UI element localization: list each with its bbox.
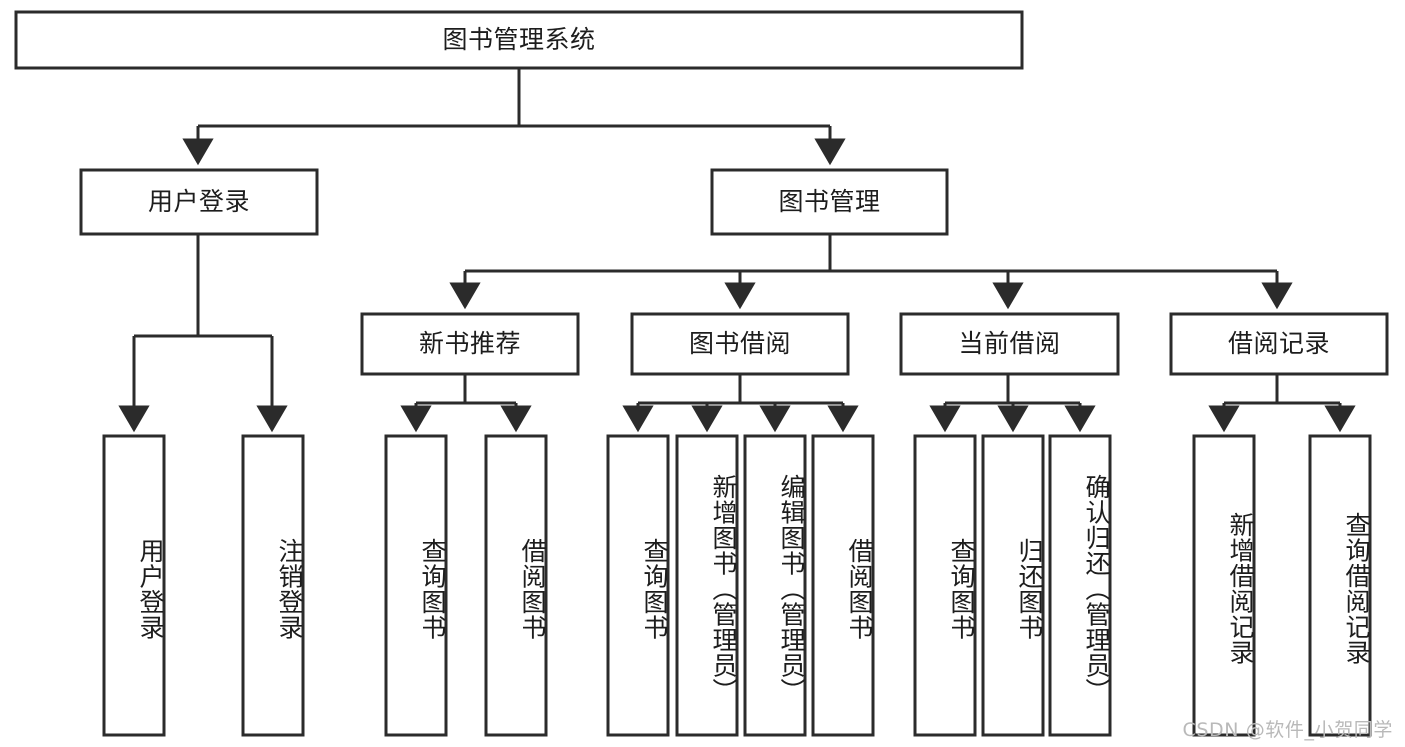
- node-box-leaf-logout[interactable]: [241, 434, 305, 737]
- node-box-user-login[interactable]: [79, 168, 319, 236]
- node-box-leaf-query-borrow-record[interactable]: [1308, 434, 1372, 737]
- node-box-leaf-query-book-current[interactable]: [913, 434, 977, 737]
- node-box-leaf-query-book-borrow[interactable]: [606, 434, 670, 737]
- node-box-leaf-confirm-return-admin[interactable]: [1048, 434, 1112, 737]
- node-box-leaf-borrow-book[interactable]: [811, 434, 875, 737]
- node-box-leaf-borrow-book-rec[interactable]: [484, 434, 548, 737]
- csdn-watermark: CSDN @软件_小贺同学: [1182, 719, 1393, 741]
- node-box-leaf-add-borrow-record[interactable]: [1192, 434, 1256, 737]
- node-box-book-manage[interactable]: [710, 168, 949, 236]
- node-box-root[interactable]: [14, 10, 1024, 70]
- node-box-borrow-record[interactable]: [1169, 312, 1389, 376]
- node-box-leaf-edit-book-admin[interactable]: [743, 434, 807, 737]
- node-box-leaf-add-book-admin[interactable]: [675, 434, 739, 737]
- node-box-new-book-recommend[interactable]: [360, 312, 580, 376]
- node-box-leaf-user-login[interactable]: [102, 434, 166, 737]
- node-box-leaf-query-book-rec[interactable]: [384, 434, 448, 737]
- node-box-leaf-return-book[interactable]: [981, 434, 1045, 737]
- node-box-book-borrow[interactable]: [630, 312, 850, 376]
- node-box-current-borrow[interactable]: [899, 312, 1120, 376]
